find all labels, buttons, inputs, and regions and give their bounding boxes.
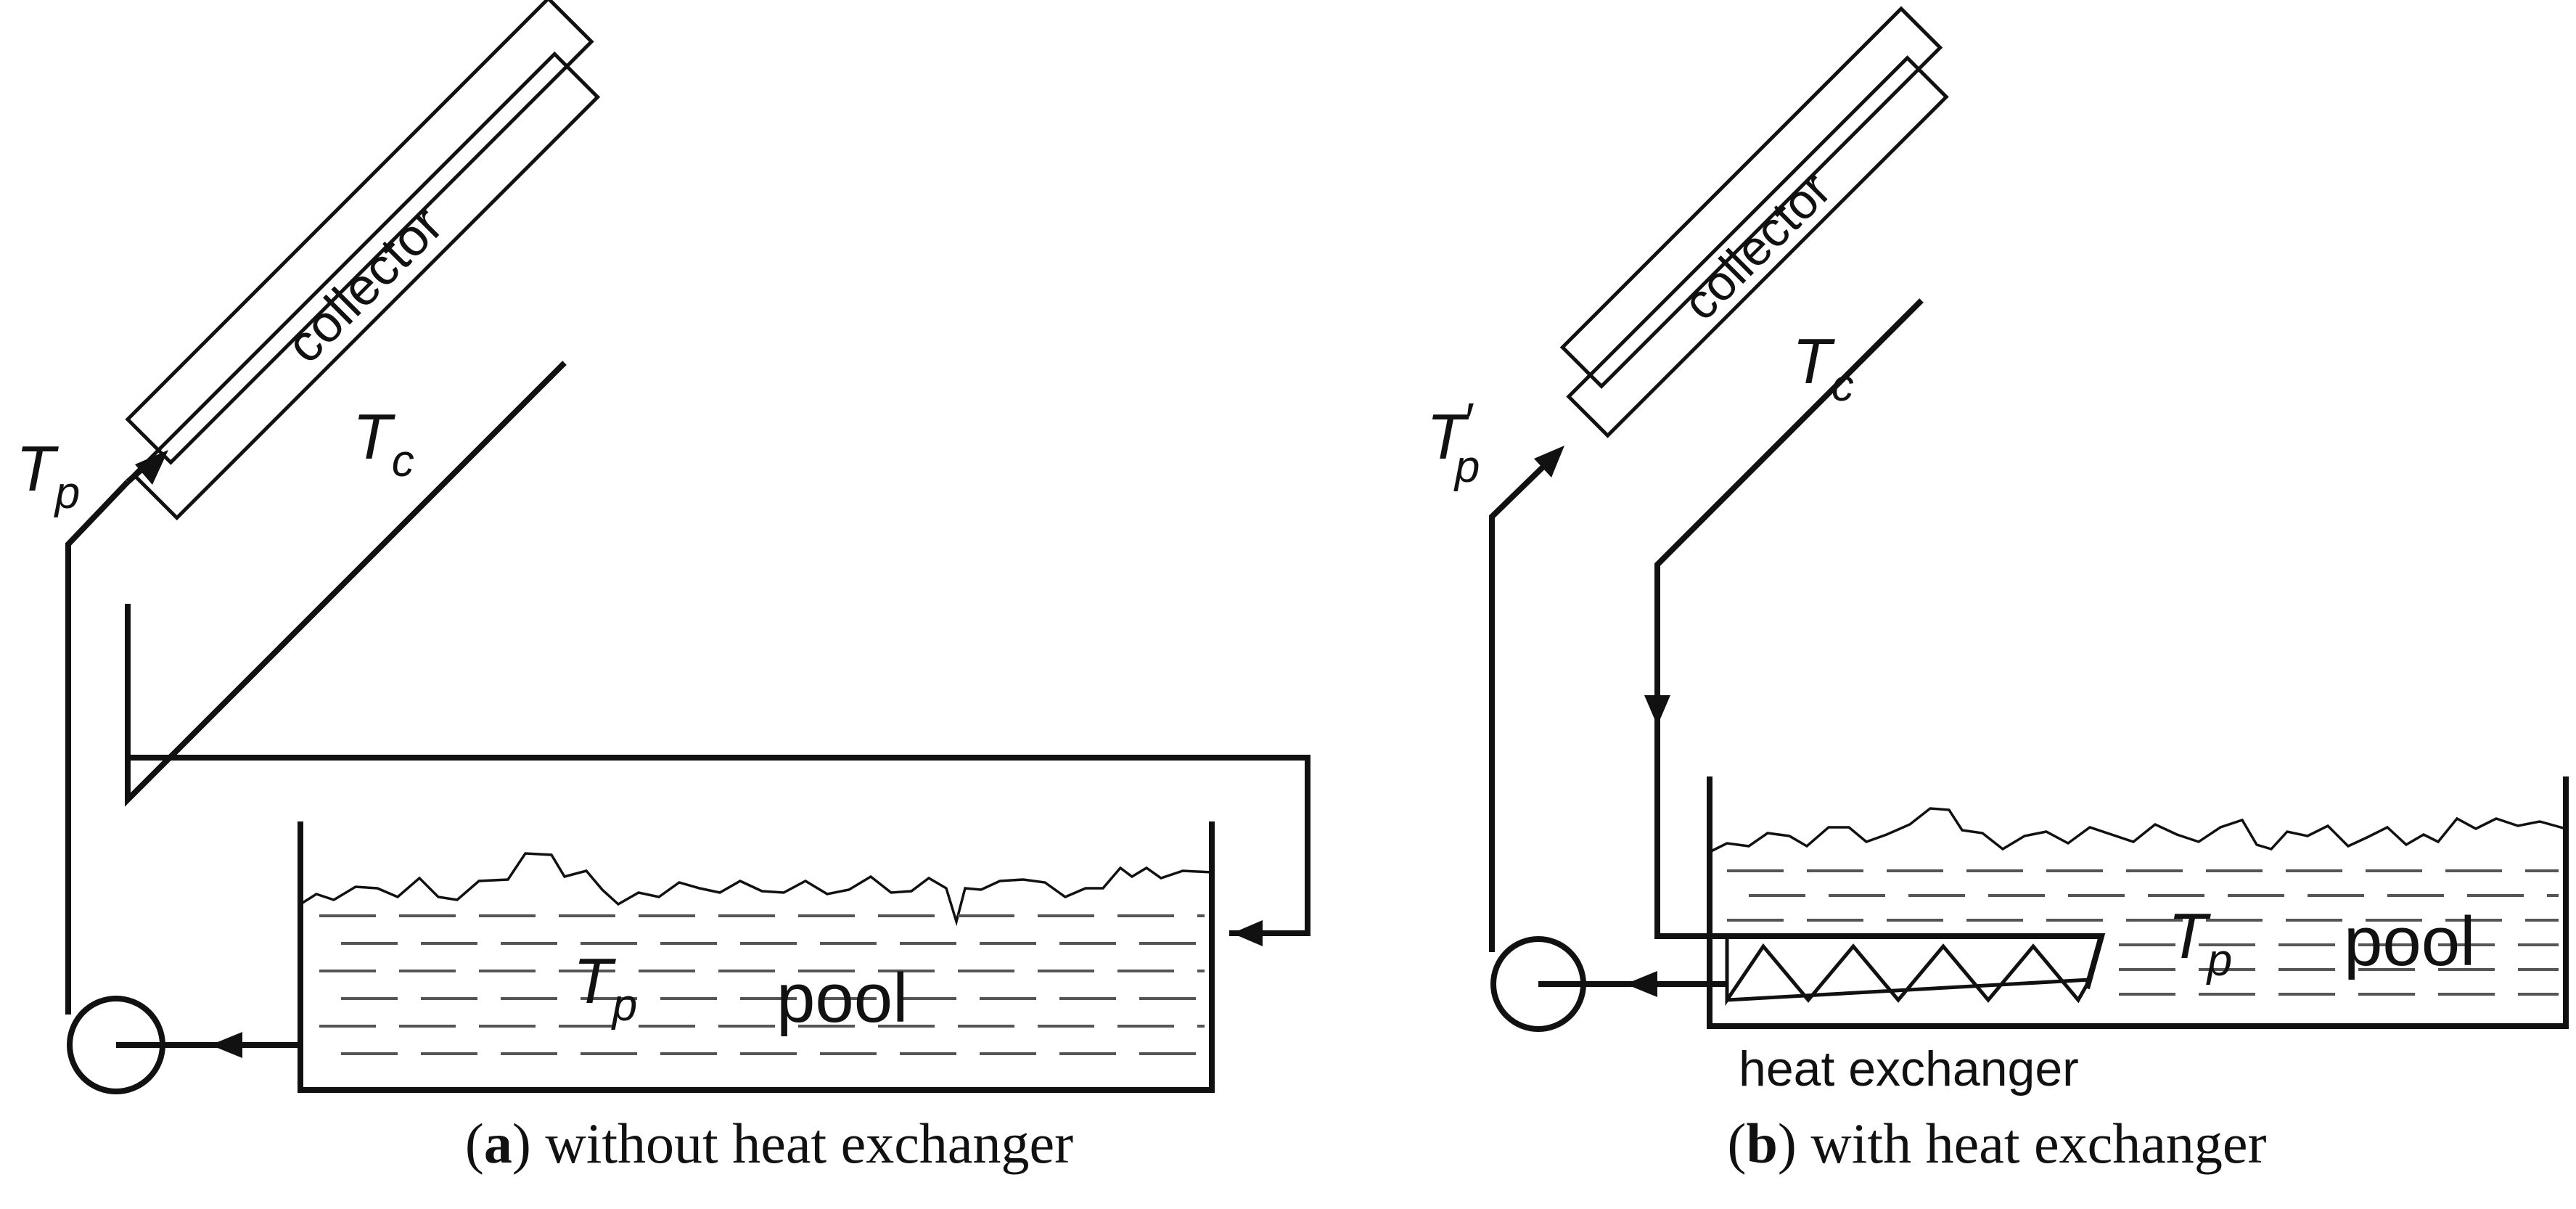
panel-b: collector T′p Tc — [1427, 6, 2569, 1175]
supply-pipe-a — [65, 480, 130, 1015]
collector-b: collector — [1559, 6, 1949, 438]
pool-label-b: pool — [2344, 903, 2476, 980]
pump-arrowhead-b — [1625, 971, 1657, 997]
outlet-temp-a: Tc — [353, 401, 414, 486]
return-pipe-b — [1654, 298, 2106, 990]
supply-pipe-b — [1489, 462, 1548, 952]
pool-temp-a: Tp — [573, 945, 637, 1030]
collector-a-front — [131, 51, 601, 521]
caption-b: (b) with heat exchanger — [1728, 1112, 2267, 1175]
pool-a-water — [319, 914, 1205, 1055]
pool-a-surface — [300, 852, 1213, 927]
pool-b-tank — [1707, 776, 2569, 1029]
pool-a-tank — [298, 821, 1215, 1093]
collector-b-front — [1566, 55, 1949, 438]
collector-a-label: collector — [276, 196, 454, 374]
pump-arrowhead-a — [210, 1032, 242, 1058]
pool-b-water — [1727, 869, 2559, 996]
pool-temp-b: Tp — [2168, 900, 2232, 985]
collector-b-back — [1559, 6, 1943, 389]
panel-a: collector Tp T — [16, 0, 1310, 1175]
heat-exchanger-coil — [1725, 936, 2093, 1007]
inlet-temp-a: Tp — [16, 433, 80, 518]
pool-b-surface — [1709, 807, 2567, 853]
supply-arrowhead-a — [135, 450, 168, 485]
inlet-temp-b: T′p — [1427, 393, 1480, 492]
collector-b-label: collector — [1673, 162, 1842, 331]
return-arrowhead-b — [1644, 695, 1670, 726]
pool-label-a: pool — [776, 959, 908, 1037]
collector-a-back — [125, 0, 594, 465]
supply-arrow-stem-a — [126, 456, 156, 484]
heat-exchanger-label: heat exchanger — [1739, 1041, 2079, 1097]
outlet-temp-b: Tc — [1792, 325, 1854, 411]
return-arrowhead-a — [1232, 920, 1263, 946]
caption-a: (a) without heat exchanger — [465, 1112, 1073, 1175]
return-pipe-a-diagonal — [125, 361, 567, 807]
supply-arrowhead-b — [1534, 446, 1564, 478]
return-pipe-a — [125, 604, 1310, 936]
